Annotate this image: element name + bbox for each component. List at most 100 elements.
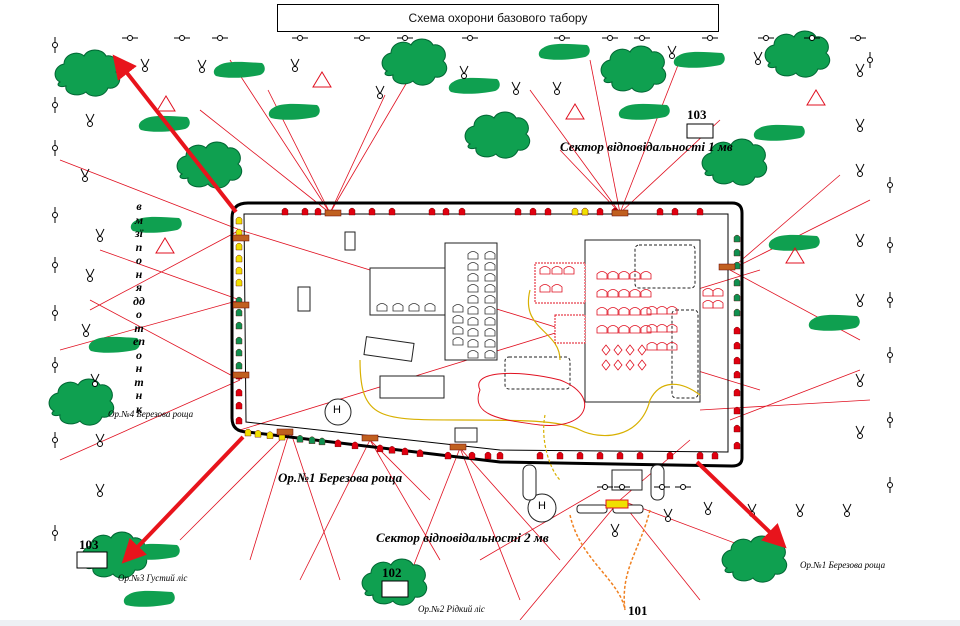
guard-post — [733, 356, 741, 365]
diamond-icon — [637, 359, 647, 371]
tent-icon — [484, 306, 496, 315]
soldier-icon — [855, 163, 865, 177]
tent-icon — [640, 289, 652, 298]
mine-icon — [887, 176, 893, 194]
guard-post — [235, 361, 243, 370]
tent-icon — [607, 271, 619, 280]
observation-post — [232, 301, 250, 309]
mine-icon — [353, 35, 371, 41]
guard-post — [696, 451, 704, 460]
mine-icon — [887, 291, 893, 309]
checkpoint — [522, 464, 665, 514]
tent-icon — [702, 288, 714, 297]
guard-post — [544, 207, 552, 216]
diamond-icon — [625, 359, 635, 371]
soldier-icon — [610, 523, 620, 537]
soldier-icon — [552, 81, 562, 95]
guard-posts — [232, 207, 741, 460]
guard-post — [235, 308, 243, 317]
guard-post — [401, 447, 409, 456]
tent-icon — [467, 317, 479, 326]
soldier-icon — [855, 118, 865, 132]
mine-icon — [52, 206, 58, 224]
guard-post — [536, 451, 544, 460]
warning-triangle-icon — [312, 71, 332, 88]
tent-icon — [618, 271, 630, 280]
tent-icon — [484, 339, 496, 348]
observation-post — [718, 263, 736, 271]
mine-icon — [757, 35, 775, 41]
vertical-note: вмзїпоняддотепонтнк — [133, 199, 145, 416]
soldier-icon — [795, 503, 805, 517]
orientir-1-right-label: Ор.№1 Березова роща — [800, 560, 886, 570]
tent-icon — [702, 300, 714, 309]
tent-icon — [666, 342, 678, 351]
tent-icon — [629, 307, 641, 316]
soldier-icon — [663, 508, 673, 522]
guard-post — [235, 242, 243, 251]
guard-post — [514, 207, 522, 216]
mine-icon — [887, 411, 893, 429]
tent-icon — [467, 284, 479, 293]
guard-post — [308, 436, 316, 444]
soldier-icon — [855, 373, 865, 387]
tent-icon — [484, 328, 496, 337]
mine-icon — [601, 35, 619, 41]
mine-icon — [52, 96, 58, 114]
mine-icon — [52, 304, 58, 322]
guard-post — [733, 424, 741, 433]
observation-post — [449, 443, 467, 451]
tent-icon — [629, 271, 641, 280]
patrol-path — [359, 359, 701, 437]
mine-icon — [887, 236, 893, 254]
soldier-icon — [80, 168, 90, 182]
mine-icon — [887, 476, 893, 494]
mine-icon — [396, 35, 414, 41]
soldier-icon — [855, 425, 865, 439]
point-103-left: 103 — [79, 537, 99, 552]
tent-icon — [467, 262, 479, 271]
guard-post — [571, 207, 579, 216]
tent-icon — [484, 273, 496, 282]
tent-icon — [596, 271, 608, 280]
tent-icon — [452, 304, 464, 313]
guard-post — [388, 446, 396, 454]
tent-icon — [607, 289, 619, 298]
soldier-icon — [81, 323, 91, 337]
mine-icon — [291, 35, 309, 41]
guard-post — [596, 207, 604, 216]
soldier-icon — [95, 433, 105, 447]
warning-triangle-icon — [806, 89, 826, 106]
diamond-icon — [613, 359, 623, 371]
diamond-icon — [637, 344, 647, 356]
soldier-icon — [95, 483, 105, 497]
mine-icon — [674, 484, 692, 490]
guard-post — [388, 207, 396, 216]
soldier-icon — [140, 58, 150, 72]
tent-icon — [484, 295, 496, 304]
soldier-icon — [290, 58, 300, 72]
soldier-icon — [855, 233, 865, 247]
tent-icon — [539, 284, 551, 293]
tent-icon — [467, 251, 479, 260]
warning-triangle-icon — [156, 95, 176, 112]
guard-post — [484, 451, 492, 460]
tent-icons — [376, 251, 496, 359]
tent-icon — [424, 303, 436, 312]
tent-icon — [392, 303, 404, 312]
guard-post — [733, 234, 741, 243]
tent-icon — [467, 328, 479, 337]
guard-post — [314, 207, 322, 216]
tent-icon — [666, 306, 678, 315]
observation-post — [232, 234, 250, 242]
tent-icon — [607, 325, 619, 334]
diagram-title: Схема охорони базового табору — [277, 4, 719, 32]
guard-post — [235, 216, 243, 225]
mine-icon — [121, 35, 139, 41]
guard-post — [244, 428, 252, 437]
orientir-1-label: Ор.№1 Березова роща — [278, 470, 403, 485]
guard-post — [235, 254, 243, 263]
tent-icon — [539, 266, 551, 275]
buildings — [297, 231, 701, 443]
diamond-icon — [601, 359, 611, 371]
